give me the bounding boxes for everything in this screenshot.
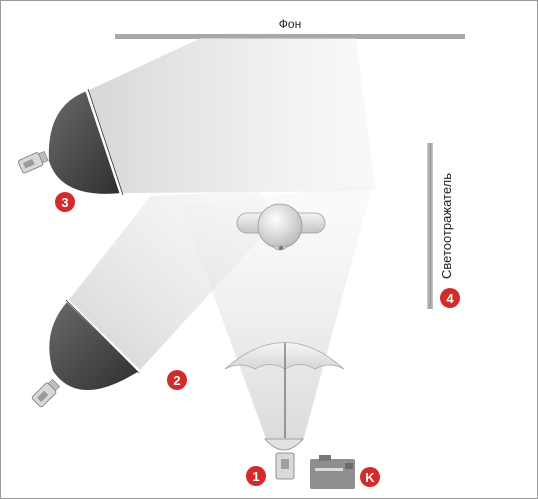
camera-label: K (365, 470, 375, 485)
background-backdrop: Фон (115, 17, 465, 39)
softbox-2 (31, 299, 141, 408)
camera (310, 455, 355, 489)
marker-3-label: 3 (61, 195, 68, 210)
marker-2-badge: 2 (167, 370, 187, 390)
marker-4-badge: 4 (440, 288, 460, 308)
umbrella-light-1 (224, 342, 345, 480)
light-beam-3 (87, 38, 376, 193)
reflector: Светоотражатель (427, 143, 454, 309)
marker-3-badge: 3 (55, 192, 75, 212)
marker-4-label: 4 (446, 291, 454, 306)
softbox-3 (17, 88, 124, 196)
light-beam-1 (181, 184, 373, 441)
reflector-label: Светоотражатель (439, 173, 454, 279)
marker-1-badge: 1 (246, 466, 266, 486)
background-label: Фон (279, 17, 301, 31)
marker-2-label: 2 (173, 373, 180, 388)
marker-1-label: 1 (252, 469, 259, 484)
camera-badge: K (360, 467, 380, 487)
subject-figure (236, 203, 326, 251)
